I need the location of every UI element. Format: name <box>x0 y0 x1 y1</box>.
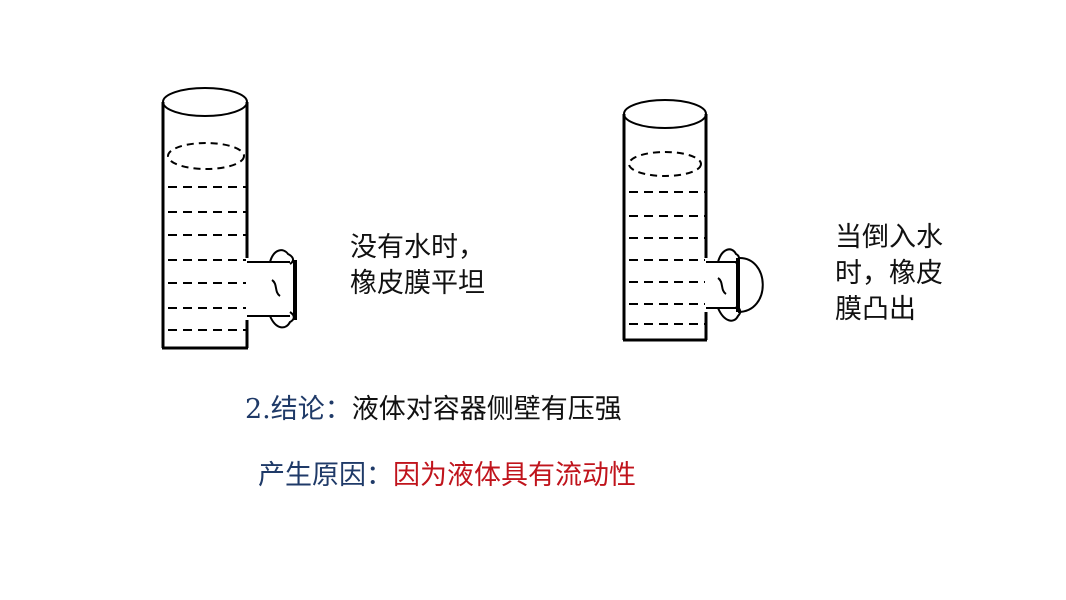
cylinder-bulging-membrane-figure <box>622 99 764 342</box>
side-tube <box>247 249 295 329</box>
right-caption-line3: 膜凸出 <box>835 294 916 325</box>
right-caption: 当倒入水 时，橡皮 膜凸出 <box>835 220 943 328</box>
side-tube <box>706 248 742 322</box>
left-caption-line2: 橡皮膜平坦 <box>350 268 485 299</box>
reason-text: 因为液体具有流动性 <box>393 460 636 491</box>
cylinder-top-rim <box>162 87 248 117</box>
dashed-level-lines <box>168 186 246 331</box>
right-caption-line2: 时，橡皮 <box>835 258 943 289</box>
cylinder-top-rim <box>623 99 707 129</box>
left-caption: 没有水时， 橡皮膜平坦 <box>350 230 485 302</box>
conclusion-line: 2.结论：液体对容器侧壁有压强 <box>245 392 622 428</box>
conclusion-text: 液体对容器侧壁有压强 <box>351 394 622 425</box>
reason-label: 产生原因： <box>258 460 393 491</box>
conclusion-number: 2. <box>245 394 271 425</box>
dashed-surface-ellipse <box>628 151 702 177</box>
cylinder-flat-membrane-figure <box>161 87 297 350</box>
left-caption-line1: 没有水时， <box>350 232 485 263</box>
conclusion-label: 结论： <box>270 394 352 425</box>
reason-line: 产生原因：因为液体具有流动性 <box>258 458 636 494</box>
right-caption-line1: 当倒入水 <box>835 222 943 253</box>
dashed-surface-ellipse <box>167 142 245 170</box>
bulging-membrane <box>737 256 764 313</box>
dashed-level-lines <box>629 191 705 325</box>
